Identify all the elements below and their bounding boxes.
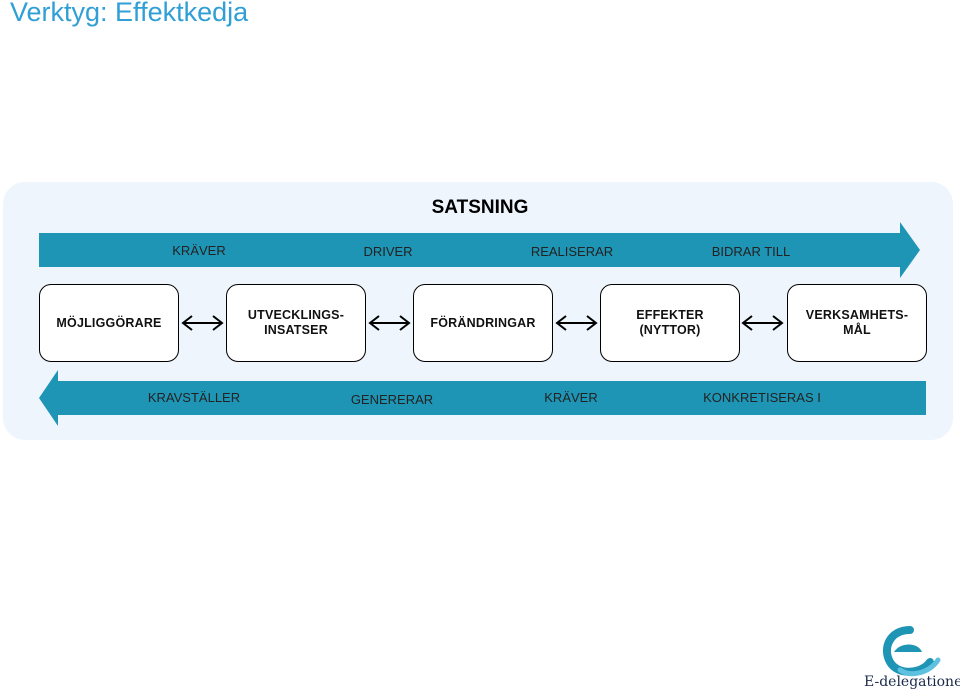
connector-4 <box>741 315 784 331</box>
top-arrow-label-3: REALISERAR <box>530 244 614 259</box>
bottom-arrow-label-2: GENERERAR <box>350 392 434 407</box>
top-arrow-label-4: BIDRAR TILL <box>711 244 791 259</box>
connector-2 <box>368 315 411 331</box>
box-verksamhetsmal: VERKSAMHETS- MÅL <box>787 284 927 362</box>
box-forandringar: FÖRÄNDRINGAR <box>413 284 553 362</box>
box-label: VERKSAMHETS- MÅL <box>805 308 909 337</box>
bottom-arrow-label-1: KRAVSTÄLLER <box>147 390 241 405</box>
box-effekter: EFFEKTER (NYTTOR) <box>600 284 740 362</box>
top-arrow-label-2: DRIVER <box>363 244 413 259</box>
logo-text: E-delegationen <box>864 674 960 690</box>
box-label: UTVECKLINGS- INSATSER <box>247 308 345 337</box>
box-utvecklingsinsatser: UTVECKLINGS- INSATSER <box>226 284 366 362</box>
bottom-arrow-label-4: KONKRETISERAS I <box>703 390 821 405</box>
connector-3 <box>555 315 598 331</box>
box-mojliggorare: MÖJLIGGÖRARE <box>39 284 179 362</box>
e-delegationen-logo-icon <box>882 626 941 677</box>
top-arrow-label-1: KRÄVER <box>172 243 226 258</box>
diagram-header: SATSNING <box>431 197 529 218</box>
connector-1 <box>181 315 224 331</box>
box-label: MÖJLIGGÖRARE <box>56 315 162 330</box>
box-label: FÖRÄNDRINGAR <box>430 315 536 330</box>
bottom-arrow-label-3: KRÄVER <box>544 390 598 405</box>
box-label: EFFEKTER (NYTTOR) <box>636 308 704 337</box>
page-title: Verktyg: Effektkedja <box>10 0 249 27</box>
bottom-left-arrow <box>39 370 926 426</box>
top-right-arrow <box>39 222 920 278</box>
